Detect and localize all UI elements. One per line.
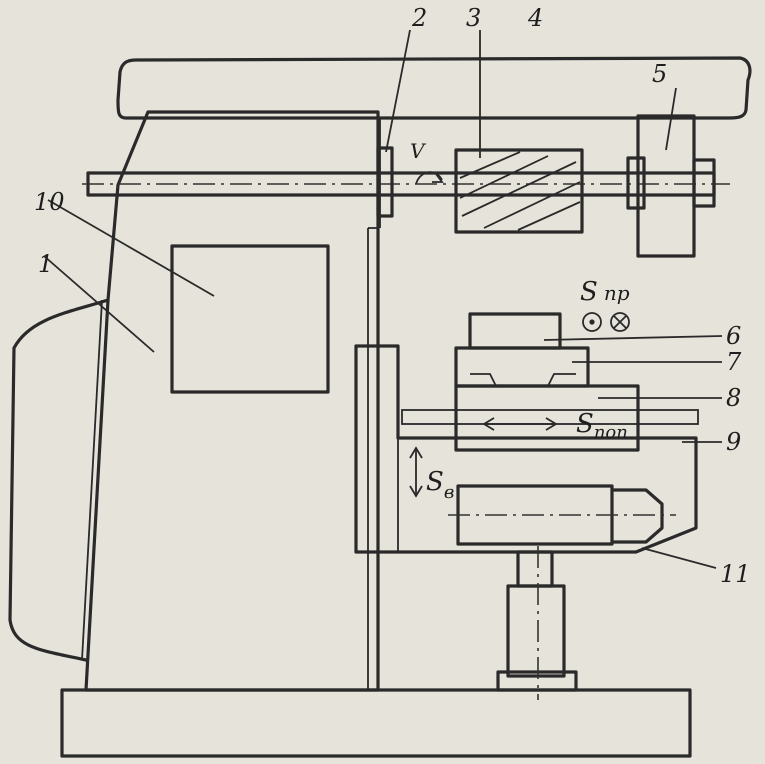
milling-cutter <box>454 148 584 234</box>
elevating-screw <box>516 550 554 588</box>
t-slot <box>470 373 576 387</box>
label-5: 5 <box>652 60 667 88</box>
feed-out-icon <box>582 312 602 332</box>
s-pop-symbol: Sпоп <box>576 409 628 443</box>
machine-column <box>84 110 380 692</box>
arbor-support <box>636 114 696 258</box>
cross-feed-arrow-right <box>545 417 558 431</box>
column-edge <box>81 299 103 661</box>
feed-in-icon <box>610 312 630 332</box>
rotation-arrow-head <box>432 173 444 183</box>
workpiece <box>468 312 562 350</box>
screw-base <box>496 670 578 692</box>
s-v-symbol: Sв <box>426 467 454 503</box>
spindle-flange <box>376 146 394 218</box>
label-11: 11 <box>720 560 751 588</box>
label-8: 8 <box>726 384 741 412</box>
screw-housing <box>506 584 566 678</box>
feed-in-cross-b <box>613 315 627 329</box>
column-cover <box>8 298 110 662</box>
label-4: 4 <box>527 4 543 32</box>
label-3: 3 <box>466 4 481 32</box>
cross-slide <box>454 384 640 452</box>
label-9: 9 <box>726 428 741 456</box>
cross-feed-arrow-left <box>482 417 495 431</box>
label-7: 7 <box>726 348 742 376</box>
label-6: 6 <box>726 322 741 350</box>
overarm <box>116 56 752 120</box>
vertical-feed-arrow-top <box>409 446 423 459</box>
speed-symbol: V <box>410 139 427 163</box>
label-10: 10 <box>34 188 65 216</box>
machine-base <box>60 688 692 758</box>
motor-nose <box>610 488 664 544</box>
vertical-feed-arrow-bottom <box>409 485 423 498</box>
arbor-nut <box>692 158 716 208</box>
rotation-arrow <box>415 171 443 185</box>
cutter-hatch <box>459 151 581 231</box>
feed-out-dot <box>589 319 595 325</box>
work-table <box>454 346 590 388</box>
support-bushing <box>626 156 646 210</box>
leader-lines <box>43 29 723 569</box>
label-1: 1 <box>38 250 53 278</box>
control-panel <box>170 244 330 394</box>
cross-guide <box>401 409 699 425</box>
label-2: 2 <box>411 4 427 32</box>
